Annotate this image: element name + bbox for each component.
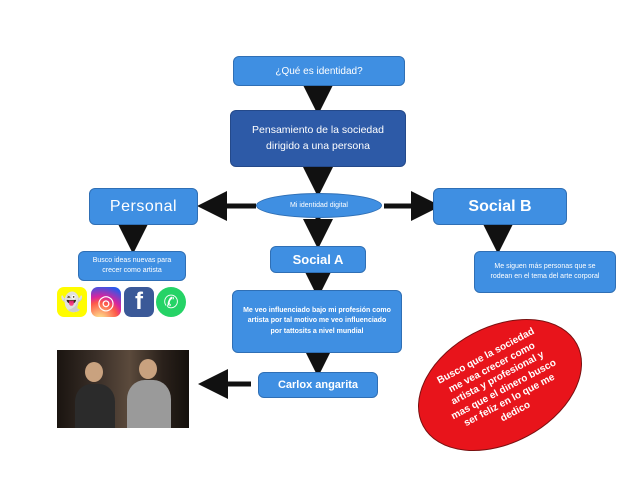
whatsapp-icon: ✆ [156,287,186,317]
social-b-detail-box: Me siguen más personas que se rodean en … [474,251,616,293]
goal-oval: Busco que la sociedad me vea crecer como… [410,315,590,455]
name-box: Carlox angarita [258,372,378,398]
photo-person-right [127,380,171,428]
photo-person-left [75,384,115,428]
facebook-icon: f [124,287,154,317]
question-box: ¿Qué es identidad? [233,56,405,86]
social-a-detail-box: Me veo influenciado bajo mi profesión co… [232,290,402,353]
thought-box: Pensamiento de la sociedad dirigido a un… [230,110,406,167]
social-b-box: Social B [433,188,567,225]
profile-photo [57,350,189,428]
digital-identity-ellipse: Mi identidad digital [256,193,382,218]
snapchat-icon: 👻 [57,287,87,317]
social-a-box: Social A [270,246,366,273]
personal-box: Personal [89,188,198,225]
instagram-icon: ◎ [91,287,121,317]
personal-detail-box: Busco ideas nuevas para crecer como arti… [78,251,186,281]
photo-head-left [85,362,103,382]
photo-head-right [139,359,157,379]
goal-oval-shape [418,318,582,452]
